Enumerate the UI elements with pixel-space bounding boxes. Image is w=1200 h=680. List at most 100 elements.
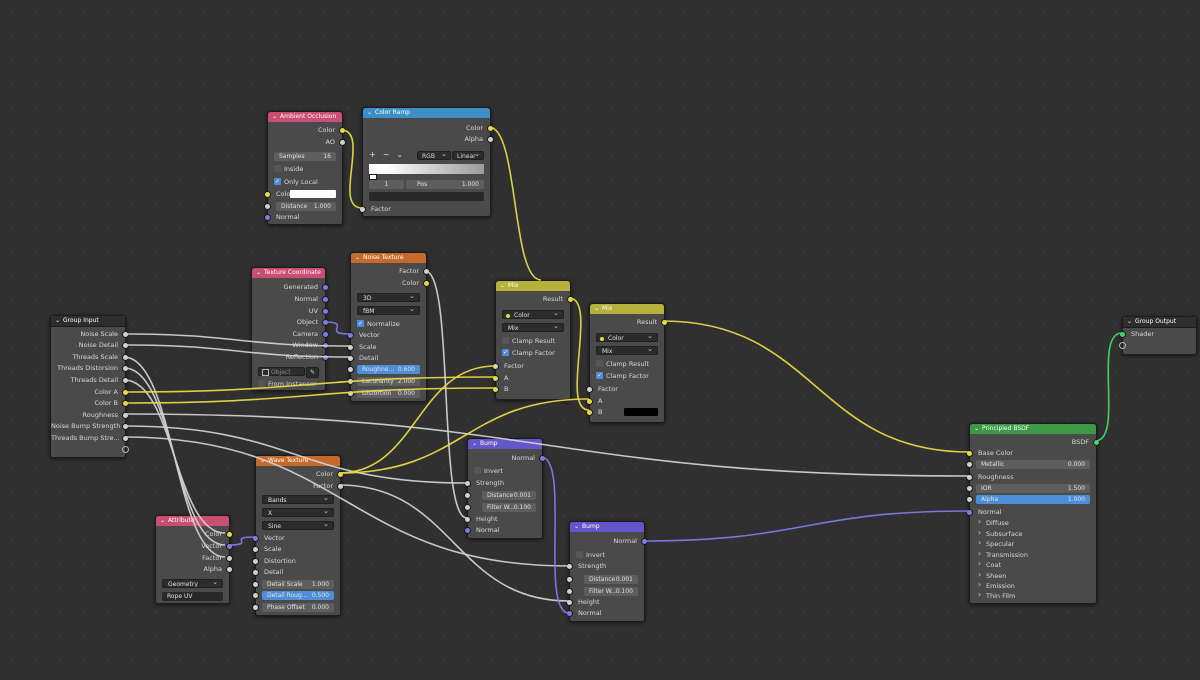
socket-factor-out[interactable] <box>337 483 344 490</box>
socket-b-in[interactable] <box>586 409 593 416</box>
only-local-checkbox[interactable]: Only Local <box>274 177 318 187</box>
clamp-result-checkbox[interactable]: Clamp Result <box>596 359 649 369</box>
collapse-chevron-icon[interactable]: ⌄ <box>367 109 373 116</box>
socket-metallic-in[interactable] <box>966 461 973 468</box>
socket-vector-in[interactable] <box>252 535 259 542</box>
node-header[interactable]: ⌄Wave Texture <box>256 456 340 466</box>
socket-noise-bump-out[interactable] <box>122 423 129 430</box>
from-instancer-checkbox[interactable]: From Instancer <box>258 379 317 389</box>
wire-mix1-to-mix2[interactable] <box>568 297 590 411</box>
socket-lacunarity-in[interactable] <box>347 378 354 385</box>
clamp-factor-checkbox[interactable]: Clamp Factor <box>502 348 555 358</box>
socket-roughness-out[interactable] <box>122 412 129 419</box>
socket-empty-in[interactable] <box>1119 342 1126 349</box>
node-header[interactable]: ⌄Noise Texture <box>351 253 426 263</box>
node-group-input[interactable]: ⌄Group Input Noise Scale Noise Detail Th… <box>50 315 129 458</box>
socket-factor-out[interactable] <box>423 268 430 275</box>
node-header[interactable]: ⌄Attribute <box>156 516 229 526</box>
socket-color-out[interactable] <box>423 280 430 287</box>
socket-window-out[interactable] <box>322 342 329 349</box>
socket-factor-in[interactable] <box>359 206 366 213</box>
node-color-ramp[interactable]: ⌄Color Ramp Color Alpha +−⌄ RGB Linear 1… <box>359 107 494 217</box>
socket-empty-out[interactable] <box>122 446 129 453</box>
wire-gi-roughness[interactable] <box>123 413 970 477</box>
direction-select[interactable]: X <box>262 508 334 517</box>
socket-shader-in[interactable] <box>1119 331 1126 338</box>
node-header[interactable]: ⌄Ambient Occlusion <box>268 112 342 122</box>
node-header[interactable]: ⌄Principled BSDF <box>970 424 1096 434</box>
data-type-select[interactable]: Color <box>596 333 658 342</box>
socket-camera-out[interactable] <box>322 331 329 338</box>
collapse-chevron-icon[interactable]: ⌄ <box>272 113 278 120</box>
collapse-chevron-icon[interactable]: ⌄ <box>500 282 506 289</box>
wire-noise-to-bump1[interactable] <box>424 270 468 519</box>
wire-bump1-to-bump2[interactable] <box>540 456 570 614</box>
invert-checkbox[interactable]: Invert <box>474 466 503 476</box>
socket-normal-in[interactable] <box>264 214 271 221</box>
socket-scale-in[interactable] <box>252 546 259 553</box>
panel-subsurface[interactable]: Subsurface <box>970 528 1022 539</box>
attribute-name-input[interactable]: Rope UV <box>162 592 223 601</box>
socket-base-color-in[interactable] <box>966 450 973 457</box>
panel-diffuse[interactable]: Diffuse <box>970 517 1009 528</box>
socket-color-out[interactable] <box>487 125 494 132</box>
noise-type-select[interactable]: fBM <box>357 306 420 315</box>
socket-detail-in[interactable] <box>347 355 354 362</box>
socket-distortion-in[interactable] <box>252 558 259 565</box>
socket-a-in[interactable] <box>586 398 593 405</box>
socket-roughness-in[interactable] <box>966 474 973 481</box>
socket-detail-in[interactable] <box>252 569 259 576</box>
collapse-chevron-icon[interactable]: ⌄ <box>594 305 600 312</box>
node-mix-2[interactable]: ⌄Mix Result Color Mix Clamp Result Clamp… <box>586 303 668 423</box>
socket-factor-out[interactable] <box>226 555 233 562</box>
color-b-swatch[interactable] <box>624 408 658 416</box>
socket-alpha-out[interactable] <box>226 566 233 573</box>
socket-height-in[interactable] <box>464 516 471 523</box>
roughness-field[interactable]: Roughne...0.600 <box>357 365 420 374</box>
node-group-output[interactable]: ⌄Group Output Shader <box>1119 316 1197 355</box>
wave-type-select[interactable]: Bands <box>262 495 334 504</box>
node-header[interactable]: ⌄Bump <box>468 439 542 449</box>
node-header[interactable]: ⌄Mix <box>590 304 664 314</box>
node-header[interactable]: ⌄Color Ramp <box>363 108 490 118</box>
socket-vector-out[interactable] <box>226 543 233 550</box>
socket-roughness-in[interactable] <box>347 366 354 373</box>
collapse-chevron-icon[interactable]: ⌄ <box>355 254 361 261</box>
socket-normal-out[interactable] <box>641 538 648 545</box>
node-noise-texture[interactable]: ⌄Noise Texture Factor Color 3D fBM Norma… <box>347 252 430 402</box>
dimensions-select[interactable]: 3D <box>357 293 420 302</box>
wire-gi-threads-detail[interactable] <box>123 379 226 534</box>
node-header[interactable]: ⌄Group Output <box>1123 317 1196 328</box>
collapse-chevron-icon[interactable]: ⌄ <box>974 425 980 432</box>
invert-checkbox[interactable]: Invert <box>576 550 605 560</box>
node-attribute[interactable]: ⌄Attribute Color Vector Factor Alpha Geo… <box>155 515 233 604</box>
color-mode-select[interactable]: RGB <box>417 150 451 160</box>
socket-bsdf-out[interactable] <box>1093 439 1100 446</box>
color-ramp-gradient[interactable] <box>369 164 484 174</box>
node-mix-1[interactable]: ⌄Mix Result Color Mix Clamp Result Clamp… <box>492 280 574 400</box>
socket-normal-in[interactable] <box>464 527 471 534</box>
socket-height-in[interactable] <box>566 599 573 606</box>
socket-threads-scale-out[interactable] <box>122 354 129 361</box>
socket-strength-in[interactable] <box>566 563 573 570</box>
filter-width-field[interactable]: Filter W...0.100 <box>584 587 638 596</box>
socket-generated-out[interactable] <box>322 284 329 291</box>
node-header[interactable]: ⌄Bump <box>570 522 644 532</box>
socket-factor-in[interactable] <box>492 363 499 370</box>
socket-result-out[interactable] <box>661 319 668 326</box>
socket-color-a-out[interactable] <box>122 389 129 396</box>
object-picker[interactable]: Object <box>258 367 305 376</box>
socket-filter-in[interactable] <box>566 588 573 595</box>
remove-stop-button[interactable]: − <box>382 150 390 159</box>
socket-ao-out[interactable] <box>339 139 346 146</box>
